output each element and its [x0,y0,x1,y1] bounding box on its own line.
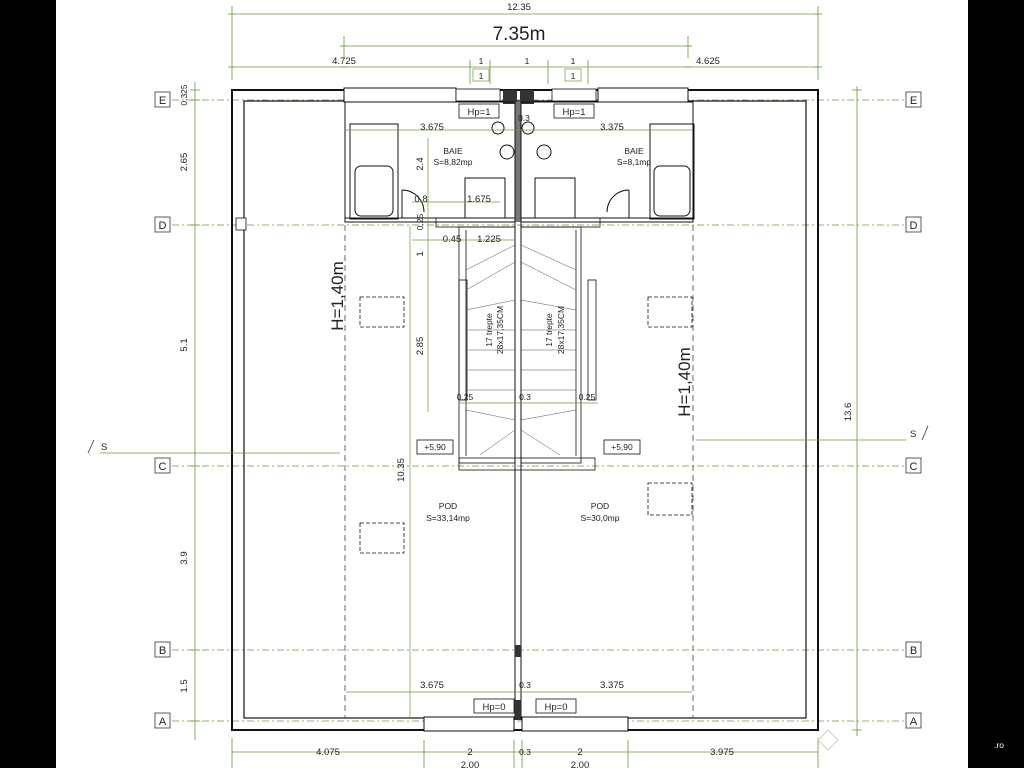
room-attic-left-area: S=33,14mp [426,513,470,523]
dim-bottom-03: 0.3 [519,680,531,690]
bottom-dimension-lines [231,738,819,768]
dim-bottom-2-right: 2 [577,747,582,758]
room-attic-right-area: S=30,0mp [581,513,620,523]
window-tag-hp0-left: Hp=0 [483,702,506,713]
axis-a-right: A [910,716,918,728]
right-dimension-line [852,86,862,736]
dim-bottom-200-left: 2.00 [461,760,480,768]
dim-left-0325: 0.325 [179,84,189,106]
dim-bottom-right-width: 3.375 [600,680,624,691]
dim-inner-width: 7.35m [493,24,546,45]
dim-285: 2.85 [415,337,426,356]
dim-top-right: 4.625 [696,56,720,67]
axis-d-left: D [159,220,167,232]
left-dimension-line [190,82,200,740]
stair-note-left-1: 17 trepte [484,313,494,347]
axis-labels-right: E D C B A [905,91,922,729]
axis-d-right: D [910,220,918,232]
dim-03-mid: 0.3 [519,392,531,402]
knee-wall-lines [344,225,694,718]
dim-top-left: 4.725 [332,56,356,67]
height-label-right: H=1,40m [675,347,694,416]
room-bath-right-name: BAIE [624,146,644,156]
axis-e-right: E [910,95,917,107]
window-tag-hp1-left: Hp=1 [468,107,491,118]
dim-bath-right-width: 3.375 [600,122,624,133]
axis-c-right: C [910,461,918,473]
top-dimension-ticks [228,13,822,68]
dim-bottom-left-width: 3.675 [420,680,444,691]
window-tag-hp1-right: Hp=1 [563,107,586,118]
level-tag-left: +5,90 [424,442,446,452]
dim-top-one-e: 1 [571,71,576,81]
dim-1675: 1.675 [467,194,491,205]
stair-note-right-1: 17 trepte [544,313,554,347]
dim-045: 0.45 [443,234,462,245]
dim-08: 0.8 [414,194,427,205]
dim-bottom-03-b: 0.3 [519,747,531,757]
axis-b-right: B [910,645,917,657]
top-dimension-lines [231,6,819,84]
height-label-left: H=1,40m [328,261,347,330]
room-bath-left-name: BAIE [443,146,463,156]
dim-bottom-3975: 3.975 [710,747,734,758]
section-marker-left: S [101,442,107,453]
dim-1225: 1.225 [477,234,501,245]
watermark-brand: lajumate [842,733,911,752]
dim-1: 1 [415,251,426,256]
level-tag-right-box [603,439,641,455]
dim-24: 2.4 [415,157,426,170]
dim-top-one-box-b [564,68,582,82]
dim-top-one-a: 1 [479,56,484,66]
dim-025-a: 0.25 [457,392,474,402]
level-tag-right: +5,90 [611,442,633,452]
dim-overall-width: 12.35 [507,2,531,13]
axis-labels-left: E D C B A [154,91,171,729]
bottom-wall-openings [423,716,629,732]
section-markers [87,425,929,454]
axis-a-left: A [159,716,167,728]
stair-treads [465,244,577,456]
watermark-suffix: .ro [994,740,1004,750]
top-wall-openings [343,87,689,104]
dim-left-51: 5.1 [179,338,190,351]
dim-025-b: 0.25 [579,392,596,402]
level-tag-left-box [416,439,454,455]
dim-bottom-2-left: 2 [467,747,472,758]
staircases [435,217,601,471]
watermark-logo-icon [817,729,839,751]
dim-top-one-box-a [472,68,490,82]
stair-note-right-2: 28x17,35CM [556,306,566,354]
dim-left-265: 2.65 [179,153,190,172]
dim-wall-03-top: 0.3 [518,113,530,123]
drawing-sheet [56,0,968,768]
section-marker-right: S [910,429,916,440]
window-tag-hp0-right: Hp=0 [545,702,568,713]
dim-bath-left-width: 3.675 [420,122,444,133]
dim-bottom-4075: 4.075 [316,747,340,758]
dim-left-15: 1.5 [179,679,190,692]
dim-top-one-d: 1 [479,71,484,81]
watermark: lajumate .ro [817,729,1004,752]
dim-top-one-b: 1 [525,56,530,66]
dim-right-136: 13.6 [843,403,854,422]
dim-left-39: 3.9 [179,551,190,564]
dim-1035: 10.35 [396,458,407,482]
axis-b-left: B [159,645,166,657]
room-attic-right-name: POD [591,501,609,511]
dim-025-c: 0.25 [415,213,425,230]
roof-hatches [359,296,693,554]
axis-e-left: E [159,95,166,107]
stair-note-left-2: 28x17,35CM [495,306,505,354]
dim-top-one-c: 1 [571,56,576,66]
room-attic-left-name: POD [439,501,457,511]
dim-bottom-200-right: 2.00 [571,760,590,768]
room-bath-right-area: S=8,1mp [617,157,652,167]
window-tags [458,103,595,714]
axis-c-left: C [159,461,167,473]
inner-dimension-lines [100,129,906,718]
axis-grid-lines [172,99,906,722]
room-bath-left-area: S=8,82mp [434,157,473,167]
